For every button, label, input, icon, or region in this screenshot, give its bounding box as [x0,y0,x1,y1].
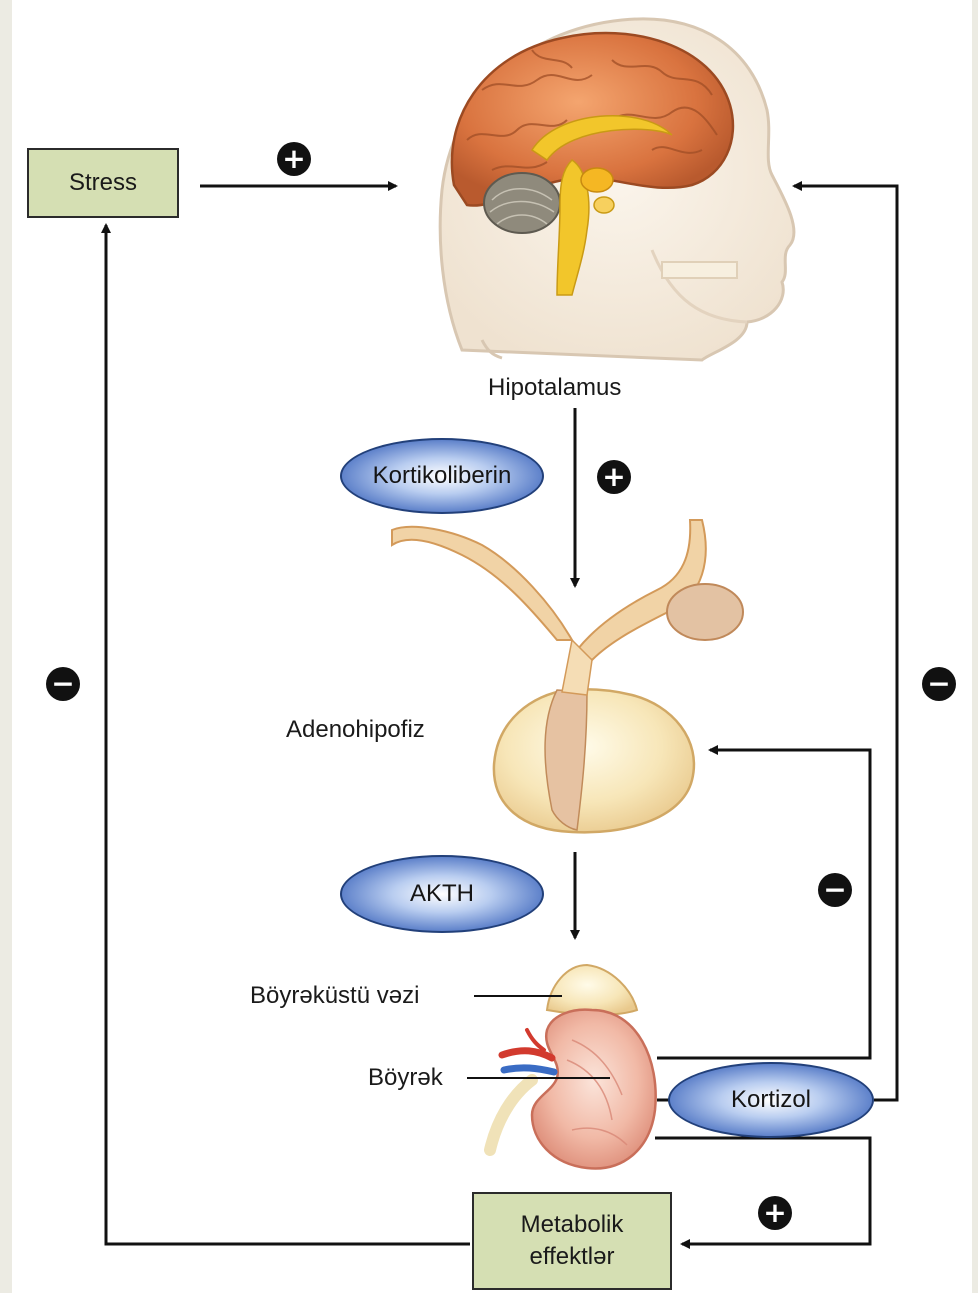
ureter [490,1080,532,1150]
metabolic-label-line2: effektlər [521,1241,624,1273]
plus-sign-hypothalamus-to-pituitary: + [597,460,631,494]
minus-sign-cortisol-to-brain: − [922,667,956,701]
acth-oval: AKTH [340,855,544,933]
diagram-canvas: Stress Metabolik effektlər Kortikoliberi… [12,0,972,1293]
plus-sign-cortisol-to-metabolic: + [758,1196,792,1230]
head-illustration [440,19,794,360]
adenohypophysis-label: Adenohipofiz [286,716,425,744]
minus-sign-metabolic-to-stress: − [46,667,80,701]
hypothalamus-label: Hipotalamus [488,374,621,402]
metabolic-effects-box: Metabolik effektlər [472,1192,672,1290]
pituitary-illustration [392,520,743,832]
adrenal-gland-shape [547,965,637,1015]
stress-box: Stress [27,148,179,218]
minus-sign-cortisol-to-pituitary: − [818,873,852,907]
kidney-shape [532,1010,656,1169]
kidney-label: Böyrək [368,1064,443,1092]
cortisol-oval: Kortizol [668,1062,874,1138]
metabolic-label-line1: Metabolik [521,1209,624,1241]
pituitary-small-lobe [667,584,743,640]
plus-sign-stress-to-brain: + [277,142,311,176]
corticoliberin-oval: Kortikoliberin [340,438,544,514]
adenohypophysis-body [494,689,694,832]
pituitary-in-brain [594,197,614,213]
hypothalamus-region [581,168,613,192]
stress-label: Stress [69,167,137,199]
adrenal-gland-label: Böyrəküstü vəzi [250,982,419,1010]
cortisol-label: Kortizol [731,1086,811,1114]
acth-label: AKTH [410,880,474,908]
pituitary-left-tract [392,527,572,640]
renal-vein [504,1068,554,1072]
corticoliberin-label: Kortikoliberin [373,462,512,490]
renal-artery-branch [527,1030,544,1050]
teeth [662,262,737,278]
cerebellum [484,173,560,233]
arrow-cortisol-to-brain [794,186,897,1100]
